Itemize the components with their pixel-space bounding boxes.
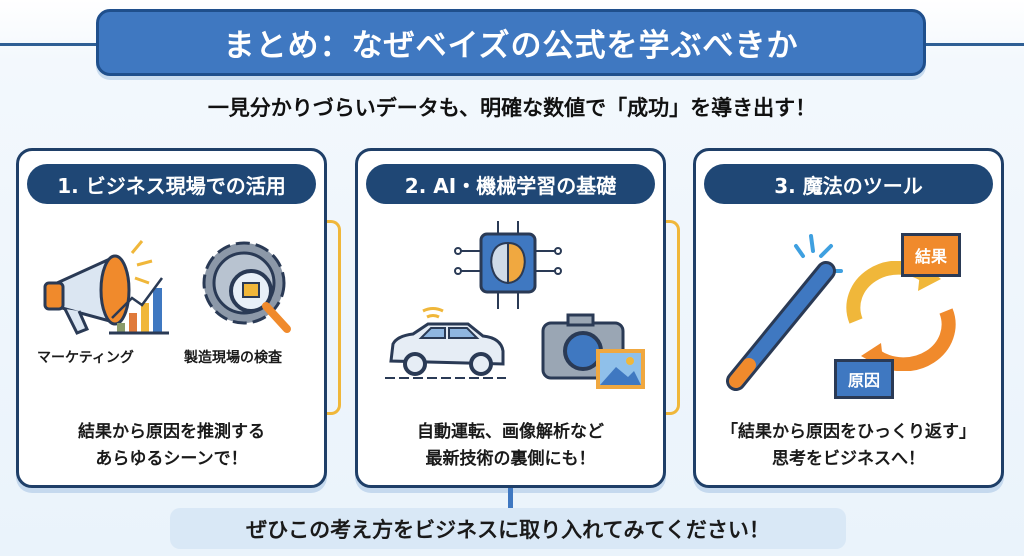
magic-wand-icon bbox=[726, 234, 843, 391]
card-heading: 2. AI・機械学習の基礎 bbox=[366, 164, 655, 204]
megaphone-chart-icon bbox=[43, 240, 169, 335]
card-ai: 2. AI・機械学習の基礎 自動運転、画像解析など 最新技術の裏側にも！ bbox=[355, 148, 666, 488]
desc-line: あらゆるシーンで！ bbox=[95, 449, 248, 469]
subtitle: 一見分かりづらいデータも、明確な数値で「成功」を導き出す！ bbox=[207, 96, 817, 120]
connector bbox=[327, 220, 341, 415]
card-description: 自動運転、画像解析など 最新技術の裏側にも！ bbox=[358, 419, 663, 473]
label-inspection: 製造現場の検査 bbox=[184, 350, 282, 366]
label-marketing: マーケティング bbox=[37, 350, 134, 366]
gear-magnifier-icon bbox=[202, 241, 291, 333]
card-heading: 1. ビジネス現場での活用 bbox=[27, 164, 316, 204]
page-title: まとめ：なぜベイズの公式を学ぶべきか bbox=[96, 9, 926, 76]
desc-line: 思考をビジネスへ！ bbox=[772, 449, 925, 469]
desc-line: 最新技術の裏側にも！ bbox=[425, 449, 596, 469]
connector bbox=[666, 220, 680, 415]
ai-chip-brain-icon bbox=[454, 221, 562, 309]
footer-banner: ぜひこの考え方をビジネスに取り入れてみてください！ bbox=[170, 508, 846, 549]
camera-image-icon bbox=[541, 313, 645, 389]
cycle-arrows-icon bbox=[846, 261, 956, 371]
cause-box: 原因 bbox=[834, 359, 894, 399]
card-heading: 3. 魔法のツール bbox=[704, 164, 993, 204]
self-driving-car-icon bbox=[385, 307, 506, 379]
desc-line: 「結果から原因をひっくり返す」 bbox=[721, 422, 976, 442]
card-business: 1. ビジネス現場での活用 マーケティング 製造現場の検査 結果から原因を推測す… bbox=[16, 148, 327, 488]
desc-line: 自動運転、画像解析など bbox=[417, 422, 604, 442]
result-box: 結果 bbox=[901, 233, 961, 277]
connector-stem bbox=[508, 488, 513, 508]
card-description: 結果から原因を推測する あらゆるシーンで！ bbox=[19, 419, 324, 473]
card-description: 「結果から原因をひっくり返す」 思考をビジネスへ！ bbox=[696, 419, 1001, 473]
card-magic-tool: 3. 魔法のツール 結果 原因 「結果から原因をひっくり返す」 思考をビジネスへ… bbox=[693, 148, 1004, 488]
desc-line: 結果から原因を推測する bbox=[78, 422, 265, 442]
